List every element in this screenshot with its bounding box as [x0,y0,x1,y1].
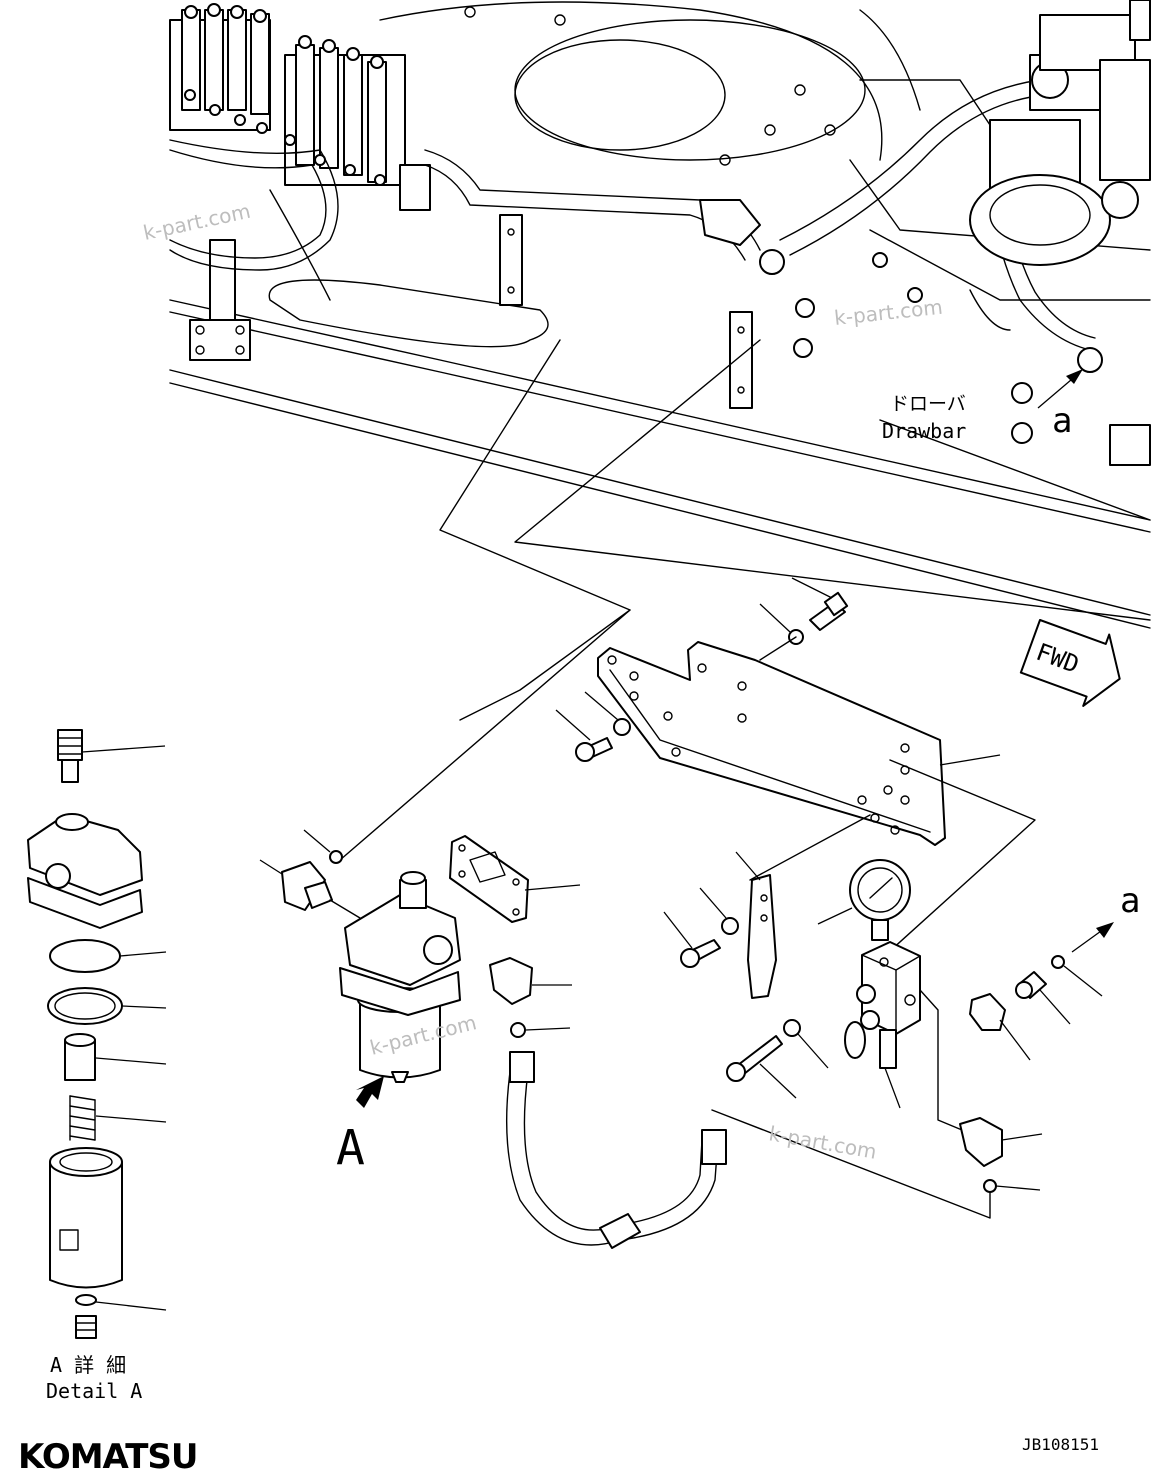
o-ring-right-lower [983,1179,997,1193]
gasket-plate [449,835,529,923]
drawbar-label-en: Drawbar [882,419,966,443]
upper-assembly [169,0,1151,629]
elbow-fitting-right-lower [959,1117,1043,1167]
support-bracket [735,851,777,999]
pressure-gauge [817,859,911,941]
ref-arrow-a-right [1071,922,1114,953]
ref-label-a-upper: a [1052,401,1072,441]
washer-lower [783,1019,801,1037]
watermark-4: k-part.com [767,1121,878,1164]
washer-middle [613,718,631,736]
o-ring-filter-outlet [510,1022,526,1038]
routing-outline [339,339,631,861]
hydraulic-pump [969,0,1151,266]
view-a-arrow [356,1076,384,1108]
watermark-1: k-part.com [141,199,253,245]
detail-a-exploded-view [27,729,167,1339]
detail-a-filter-head [27,813,143,929]
bolt-long [726,1035,797,1099]
control-valve-stack-right [284,35,431,211]
o-ring-left [329,850,343,864]
drawing-number: JB108151 [1022,1435,1099,1454]
watermark-2: k-part.com [833,295,944,330]
bolt-bracket [663,911,721,968]
drawbar-label-jp: ドローバ [890,393,966,415]
detail-a-spring [69,1095,167,1141]
detail-a-fitting-top [57,729,166,783]
washer-bracket [721,917,739,935]
filter-assembly [339,871,461,1083]
elbow-fitting-left [259,859,361,919]
detail-a-drain-o-ring [75,1294,97,1306]
brand-logo: KOMATSU [18,1437,198,1477]
bolt-upper [791,577,849,631]
mounting-plate [597,641,946,846]
control-valve-stack-left [169,3,271,134]
view-a-label: A [336,1120,365,1176]
detail-a-drain-plug [75,1315,97,1339]
o-ring-right-upper [1051,955,1065,969]
detail-a-label-jp: A 詳 細 [50,1353,126,1377]
elbow-fitting-right-upper [969,993,1031,1061]
ref-label-a-right: a [1120,881,1140,921]
ref-arrow-a-upper [1037,369,1083,409]
hydraulic-hose [505,1051,727,1249]
valve-block [844,941,921,1109]
detail-a-seal [49,939,121,973]
straight-connector [1015,971,1071,1025]
bolt-middle [555,709,613,762]
elbow-fitting-filter-outlet [489,957,572,1005]
detail-a-cartridge [49,1147,123,1289]
detail-a-element [64,1033,167,1081]
detail-a-label-en: Detail A [46,1379,142,1403]
fwd-arrow: FWD [1019,619,1121,707]
